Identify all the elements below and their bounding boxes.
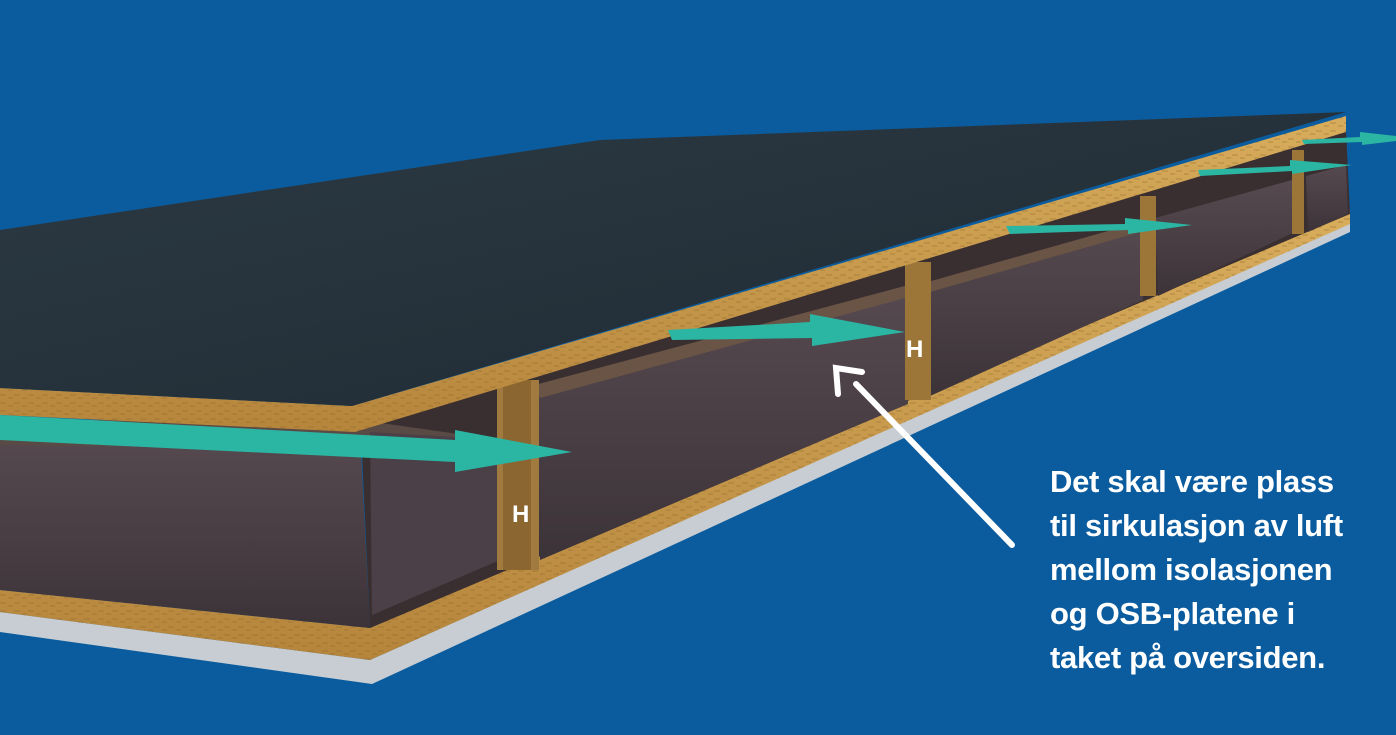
caption-line-3: mellom isolasjonen <box>1050 552 1333 587</box>
joist-label-1: H <box>512 501 529 528</box>
pointer-arrow-head <box>832 364 865 397</box>
insulation-front <box>0 432 370 628</box>
caption-line-2: til sirkulasjon av luft <box>1050 508 1343 543</box>
roof-membrane <box>0 112 1346 406</box>
joist-1-web <box>503 380 531 570</box>
airflow-arrow-4 <box>1198 160 1352 176</box>
insulation-bay-3 <box>928 222 1143 396</box>
caption-line-4: og OSB-platene i <box>1050 596 1295 631</box>
insulation-bay-3-top <box>928 222 1140 292</box>
insulation-bay-1 <box>370 432 505 615</box>
airflow-arrow-5 <box>1302 132 1396 145</box>
caption-line-5: taket på oversiden. <box>1050 640 1326 675</box>
insulation-bay-2 <box>535 286 908 560</box>
top-osb-texture <box>0 116 1346 432</box>
bottom-osb-texture <box>0 210 1350 660</box>
airflow-arrow-3 <box>1006 218 1192 234</box>
insulation-bay-2-top <box>535 286 905 398</box>
insulation-bay-5 <box>1306 165 1348 232</box>
joist-2 <box>905 262 931 400</box>
insulation-bay-4 <box>1155 180 1295 296</box>
joist-3 <box>1140 196 1156 296</box>
caption-line-1: Det skal være plass <box>1050 464 1334 499</box>
joist-label-2: H <box>906 336 923 363</box>
pointer-arrow-shaft <box>853 381 1015 548</box>
airflow-arrow-1 <box>0 415 572 472</box>
caption: Det skal være plass til sirkulasjon av l… <box>1050 460 1390 680</box>
ceiling-board <box>0 222 1350 684</box>
airflow-arrow-2 <box>668 314 905 346</box>
